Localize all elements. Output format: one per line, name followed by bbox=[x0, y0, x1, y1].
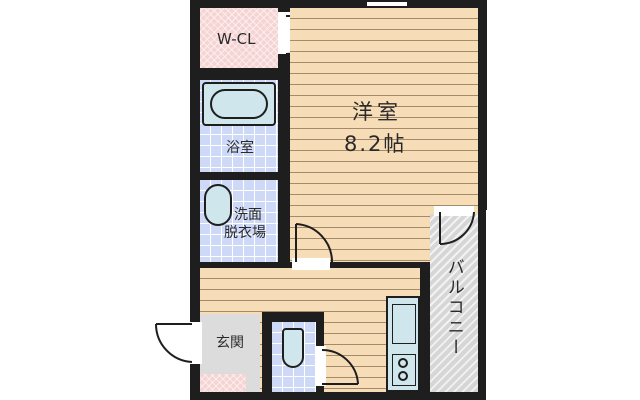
burner-icon bbox=[398, 371, 408, 381]
bathtub-basin bbox=[210, 89, 268, 119]
toilet bbox=[282, 328, 304, 368]
western-room: 洋室 8.2帖 bbox=[290, 8, 478, 262]
western-room-size: 8.2帖 bbox=[344, 132, 407, 156]
bathroom: 浴室 bbox=[200, 80, 278, 172]
kitchen-counter bbox=[386, 296, 420, 392]
balcony-door-swing-icon bbox=[439, 211, 475, 246]
balcony-label: バルコニー bbox=[443, 258, 464, 358]
toilet-door-opening bbox=[316, 346, 326, 386]
toilet-door-swing-icon bbox=[321, 348, 359, 385]
walk-in-closet-label: W-CL bbox=[217, 30, 256, 48]
washroom-label-line1: 洗面 bbox=[234, 207, 262, 223]
washroom-label-line2: 脱衣場 bbox=[224, 225, 266, 241]
window bbox=[366, 1, 408, 7]
closet-door-opening bbox=[278, 12, 290, 54]
walk-in-closet: W-CL bbox=[200, 8, 278, 68]
washroom: 洗面 脱衣場 bbox=[200, 180, 278, 262]
toilet-room bbox=[272, 322, 316, 392]
kitchen-sink bbox=[392, 304, 416, 344]
room-door-opening bbox=[292, 258, 330, 270]
western-room-label: 洋室 bbox=[352, 100, 402, 124]
burner-icon bbox=[398, 358, 408, 368]
balcony-door-opening bbox=[434, 206, 474, 216]
washing-machine bbox=[204, 184, 232, 226]
stove bbox=[392, 354, 416, 386]
bathroom-label: 浴室 bbox=[226, 140, 254, 156]
shoe-closet bbox=[200, 374, 246, 392]
entrance-label: 玄関 bbox=[216, 335, 244, 351]
entrance-door-swing-icon bbox=[154, 323, 193, 363]
balcony-wall-cutout bbox=[486, 210, 492, 400]
room-door-swing-icon bbox=[295, 223, 334, 263]
entrance-door-opening bbox=[188, 322, 202, 364]
balcony: バルコニー bbox=[430, 214, 478, 392]
